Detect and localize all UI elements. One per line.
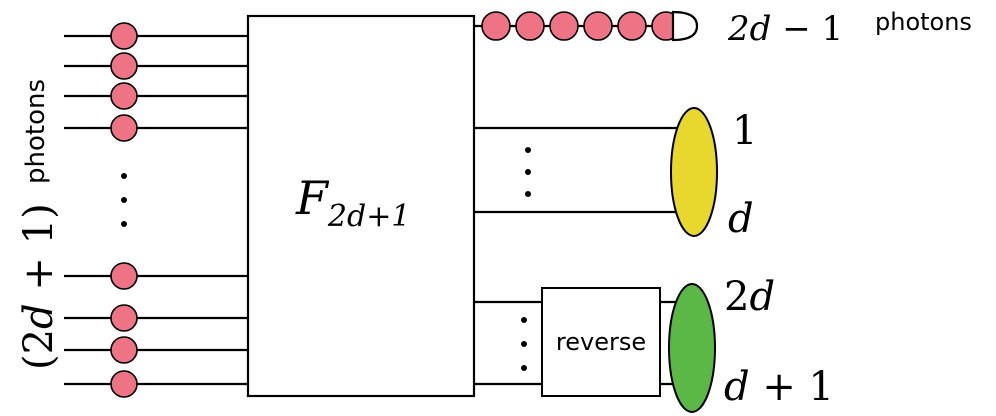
photon xyxy=(110,370,138,398)
photon xyxy=(110,52,138,80)
input-lines xyxy=(64,34,248,386)
ellipsis-dot xyxy=(521,317,527,323)
photon xyxy=(549,11,579,41)
input-photons-bottom xyxy=(110,262,138,398)
photon xyxy=(110,304,138,332)
photon xyxy=(110,114,138,142)
output-photons-top xyxy=(481,11,681,41)
reverse-box-label: reverse xyxy=(556,328,646,356)
middle-output-first: 1 xyxy=(732,108,757,154)
bottom-output-first: 2d xyxy=(724,274,775,320)
left-label-text: photons xyxy=(21,79,51,184)
photon xyxy=(110,336,138,364)
photon xyxy=(110,262,138,290)
photon xyxy=(515,11,545,41)
photon xyxy=(110,22,138,50)
detector-middle xyxy=(670,107,718,237)
reverse-box xyxy=(541,287,661,397)
photon xyxy=(110,82,138,110)
ellipsis-dot xyxy=(521,365,527,371)
middle-ellipsis xyxy=(525,147,531,197)
bottom-ellipsis xyxy=(521,317,527,371)
bottom-output-last: d + 1 xyxy=(724,364,834,410)
fourier-box-label: F2d+1 xyxy=(295,171,410,234)
photon xyxy=(617,11,647,41)
ellipsis-dot xyxy=(121,197,127,203)
left-label: (2d + 1) photons xyxy=(16,79,62,370)
fourier-box-subscript: 2d+1 xyxy=(327,199,411,234)
fourier-box xyxy=(246,14,476,398)
left-label-math: (2d + 1) xyxy=(16,203,62,370)
ellipsis-dot xyxy=(525,169,531,175)
top-output-label: photons xyxy=(875,8,972,36)
top-output-math: 2d − 1 xyxy=(727,9,843,49)
input-photons-top xyxy=(110,22,138,142)
detector-top xyxy=(671,10,699,42)
ellipsis-dot xyxy=(525,147,531,153)
middle-output-lines xyxy=(474,126,694,214)
photon xyxy=(481,11,511,41)
input-ellipsis xyxy=(121,173,127,227)
middle-output-last: d xyxy=(728,196,754,242)
detector-bottom xyxy=(668,283,716,413)
photon xyxy=(583,11,613,41)
ellipsis-dot xyxy=(121,221,127,227)
ellipsis-dot xyxy=(525,191,531,197)
ellipsis-dot xyxy=(521,341,527,347)
ellipsis-dot xyxy=(121,173,127,179)
